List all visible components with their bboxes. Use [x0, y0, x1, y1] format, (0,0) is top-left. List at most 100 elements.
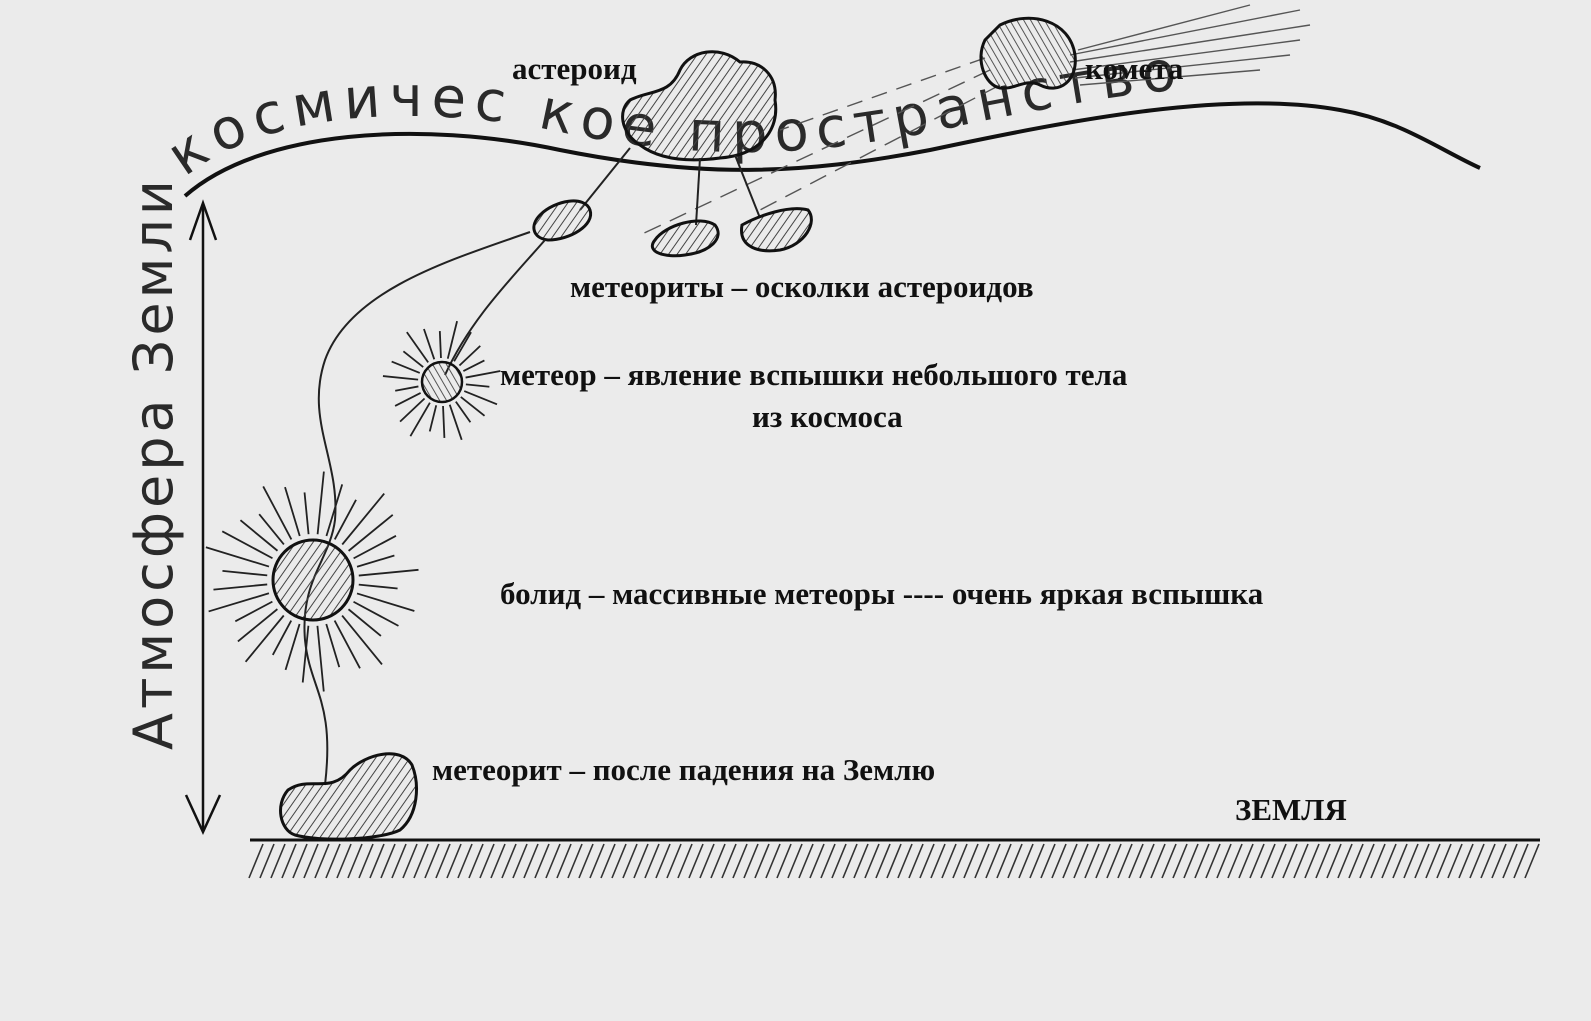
ground-hatch-line — [710, 843, 726, 879]
ground-hatch-line — [1359, 843, 1375, 879]
ground-hatch-line — [1084, 843, 1100, 879]
smallrays-ray — [455, 401, 472, 423]
ground-hatch-line — [776, 843, 792, 879]
ground-hatch-line — [897, 843, 913, 879]
ground-hatch-line — [380, 843, 396, 879]
ground-hatch-line — [1447, 843, 1463, 879]
ground-hatch-line — [1128, 843, 1144, 879]
ground-hatch-line — [479, 843, 495, 879]
ground-hatch-line — [1370, 843, 1386, 879]
smallrays-ray — [458, 345, 481, 367]
ground-hatch-line — [1260, 843, 1276, 879]
fragment-icon-1 — [532, 199, 593, 242]
ground-hatch-line — [1018, 843, 1034, 879]
ground-hatch-line — [1304, 843, 1320, 879]
bolide-flash-icon — [205, 471, 419, 692]
smallrays-ray — [409, 402, 431, 437]
meteorite-icon — [279, 752, 418, 841]
smallrays-ray — [382, 375, 419, 381]
bigrays-ray — [356, 592, 415, 612]
ground-hatch-line — [1029, 843, 1045, 879]
ground-hatch-line — [259, 843, 275, 879]
ground-hatch-line — [490, 843, 506, 879]
ground-hatch-line — [919, 843, 935, 879]
ground-hatch-line — [732, 843, 748, 879]
ground-hatch-line — [1337, 843, 1353, 879]
ground-hatch-line — [314, 843, 330, 879]
ground-hatch-line — [875, 843, 891, 879]
smallrays-ray — [442, 405, 446, 438]
bigrays-ray — [356, 554, 395, 568]
ground-hatch-line — [1062, 843, 1078, 879]
ground-hatch-line — [1381, 843, 1397, 879]
smallrays-ray — [465, 383, 490, 388]
ground-hatch-line — [985, 843, 1001, 879]
ground-hatch-line — [1007, 843, 1023, 879]
ground-hatch-line — [908, 843, 924, 879]
ground-hatch-line — [1436, 843, 1452, 879]
smallrays-ray — [465, 370, 501, 379]
ground-hatch-line — [1051, 843, 1067, 879]
ground-hatch-line — [1040, 843, 1056, 879]
ground-hatch-line — [677, 843, 693, 879]
ground-hatch-line — [743, 843, 759, 879]
ground-hatch-line — [523, 843, 539, 879]
ground-hatch-line — [1458, 843, 1474, 879]
bigrays-ray — [325, 623, 341, 668]
bigrays-ray — [205, 546, 270, 568]
ground-hatch-line — [358, 843, 374, 879]
ground-hatch-line — [336, 843, 352, 879]
ground-hatch-line — [765, 843, 781, 879]
ground-hatch-line — [963, 843, 979, 879]
ground — [248, 838, 1540, 879]
smallrays-ray — [399, 397, 426, 423]
ground-hatch-line — [1249, 843, 1265, 879]
ground-hatch-line — [1414, 843, 1430, 879]
ground-hatch-line — [1172, 843, 1188, 879]
ground-hatch-line — [402, 843, 418, 879]
ground-hatch-line — [1403, 843, 1419, 879]
bigrays-ray — [358, 583, 398, 590]
smallrays-ray — [446, 320, 458, 359]
asteroid-icon — [621, 50, 778, 162]
ground-hatch-line — [1425, 843, 1441, 879]
ground-hatch-line — [688, 843, 704, 879]
earth-label: ЗЕМЛЯ — [1235, 792, 1347, 827]
ground-hatch-line — [391, 843, 407, 879]
bigrays-ray — [348, 514, 394, 552]
ground-hatch-line — [1227, 843, 1243, 879]
ground-hatch-line — [941, 843, 957, 879]
fragment-icon-2 — [651, 219, 720, 258]
ground-hatch-line — [1293, 843, 1309, 879]
ground-hatch-line — [1216, 843, 1232, 879]
ground-hatch-line — [974, 843, 990, 879]
ground-hatch-line — [424, 843, 440, 879]
bigrays-ray — [213, 583, 268, 591]
ground-hatch-line — [798, 843, 814, 879]
bigrays-ray — [303, 492, 310, 535]
comet-label: комета — [1085, 51, 1184, 86]
bigrays-ray — [358, 568, 419, 577]
fragment-trails — [579, 147, 761, 226]
bigrays-ray — [237, 608, 278, 643]
ground-hatch-line — [699, 843, 715, 879]
ground-hatch-line — [1194, 843, 1210, 879]
ground-hatch-line — [1315, 843, 1331, 879]
ground-hatch-line — [545, 843, 561, 879]
smallrays-ray — [395, 385, 419, 392]
meteor-label-line1: метеор – явление вспышки небольшого тела — [500, 357, 1128, 392]
ground-hatch-line — [281, 843, 297, 879]
ground-hatch-line — [1073, 843, 1089, 879]
ground-hatch-line — [1117, 843, 1133, 879]
bigrays-ray — [262, 486, 293, 540]
smallrays-ray — [438, 331, 442, 359]
ground-hatch-line — [578, 843, 594, 879]
bigrays-ray — [325, 484, 344, 537]
ground-hatch-line — [1095, 843, 1111, 879]
bigrays-ray — [353, 535, 397, 560]
ground-hatch-line — [1469, 843, 1485, 879]
ground-hatch-line — [996, 843, 1012, 879]
ground-hatch-line — [666, 843, 682, 879]
atmosphere-label: Атмосфера Земли — [122, 176, 185, 750]
